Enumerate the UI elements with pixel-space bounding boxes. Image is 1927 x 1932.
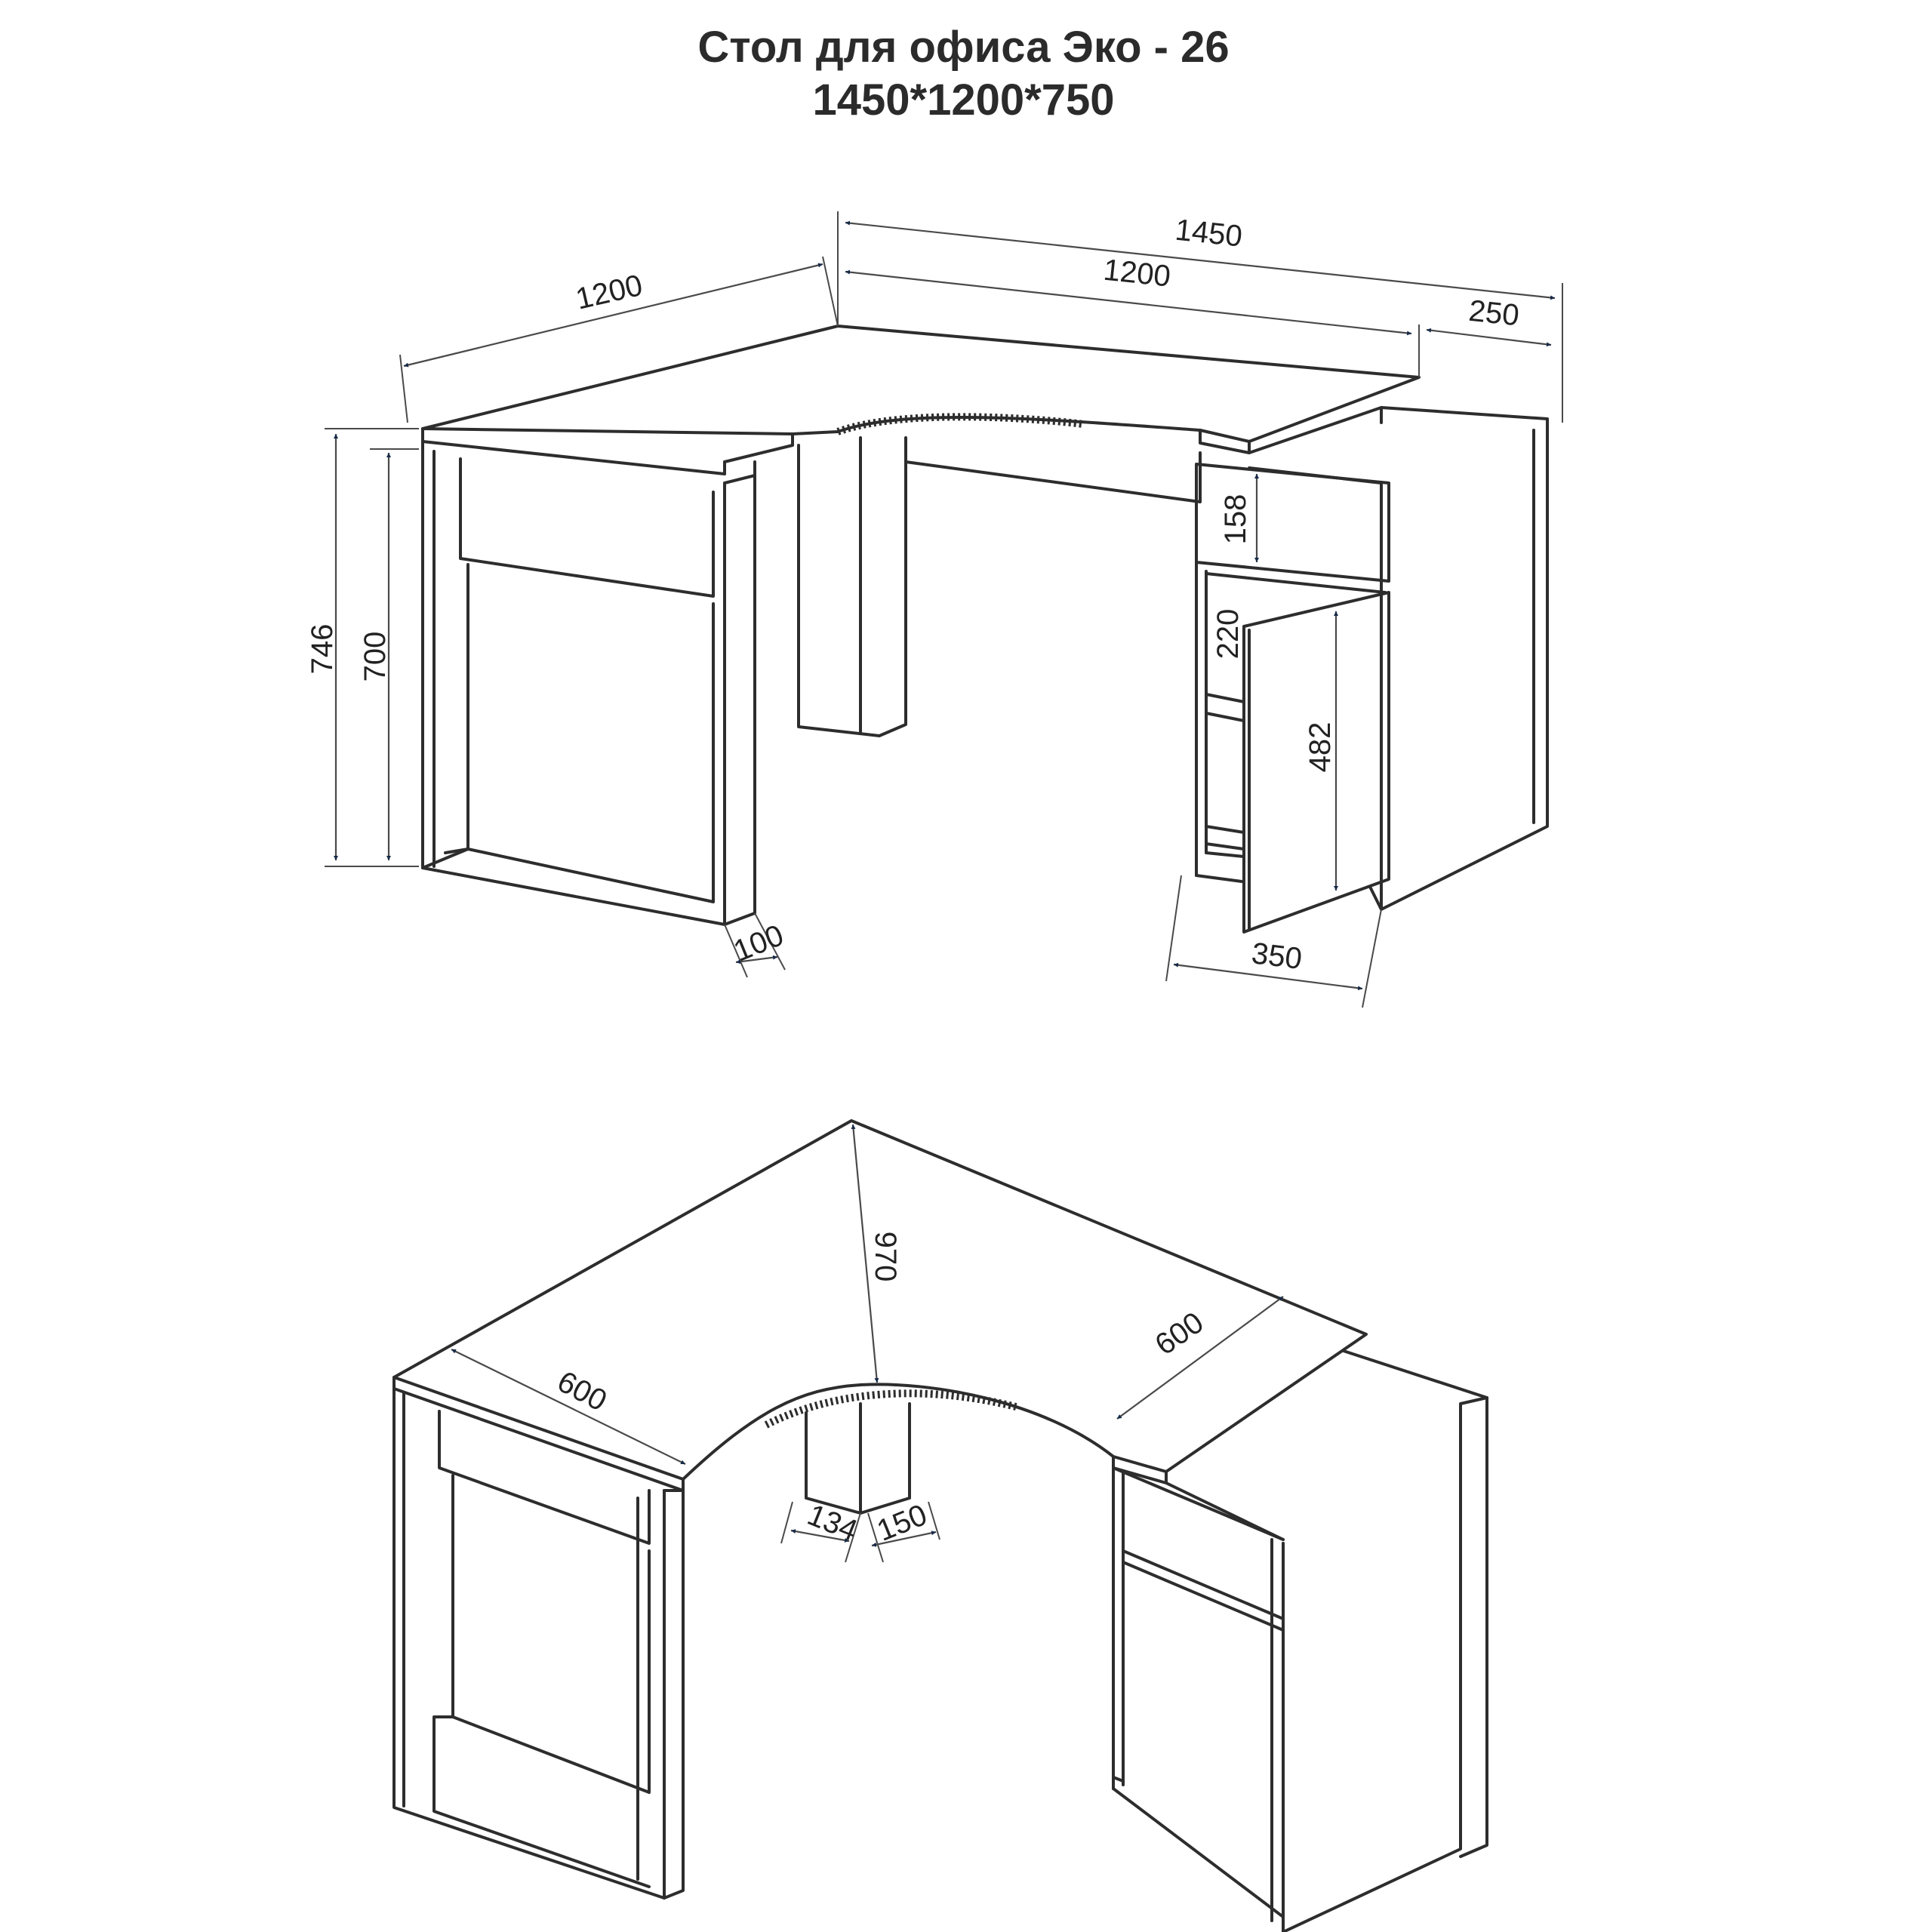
dim-shelf-gap: 220 <box>1211 609 1245 660</box>
top-view-center-leg <box>797 436 1202 737</box>
top-view-tabletop <box>421 325 1421 475</box>
dim-right-depth: 600 <box>1150 1306 1210 1361</box>
dim-left-depth: 600 <box>552 1364 612 1417</box>
top-view-desk: 1450 1200 250 1200 746 700 158 220 482 1… <box>306 211 1563 1008</box>
bottom-view-center-leg <box>805 1402 911 1515</box>
dim-extension: 250 <box>1467 294 1521 333</box>
dim-diagonal-depth: 970 <box>869 1232 902 1282</box>
title-dimensions: 1450*1200*750 <box>812 75 1115 125</box>
title-product-name: Стол для офиса Эко - 26 <box>697 23 1230 72</box>
top-view-right-cabinet <box>1195 406 1549 934</box>
dim-total-width: 1450 <box>1174 214 1244 254</box>
bottom-view-right-cabinet <box>1112 1349 1488 1932</box>
dim-width-right: 1200 <box>1102 254 1172 294</box>
dim-door-height: 482 <box>1304 722 1337 773</box>
top-view-dimension-labels: 1450 1200 250 1200 746 700 158 220 482 1… <box>306 214 1521 976</box>
top-view-left-leg <box>421 440 756 926</box>
bottom-view-desk: 600 600 970 134 150 <box>392 1119 1488 1932</box>
drawing-title: Стол для офиса Эко - 26 1450*1200*750 <box>0 21 1927 127</box>
bottom-view-tabletop <box>392 1119 1368 1492</box>
bottom-view-left-leg <box>392 1387 685 1900</box>
dim-height-total: 746 <box>306 624 339 675</box>
dim-width-left: 1200 <box>573 269 646 316</box>
dim-height-inner: 700 <box>359 632 392 682</box>
dim-drawer-height: 158 <box>1219 494 1252 545</box>
dim-leg-left: 134 <box>803 1498 862 1548</box>
bottom-view-dimensions <box>451 1124 1284 1563</box>
dim-cabinet-depth: 350 <box>1250 937 1304 976</box>
top-view-dimensions <box>325 211 1563 1008</box>
